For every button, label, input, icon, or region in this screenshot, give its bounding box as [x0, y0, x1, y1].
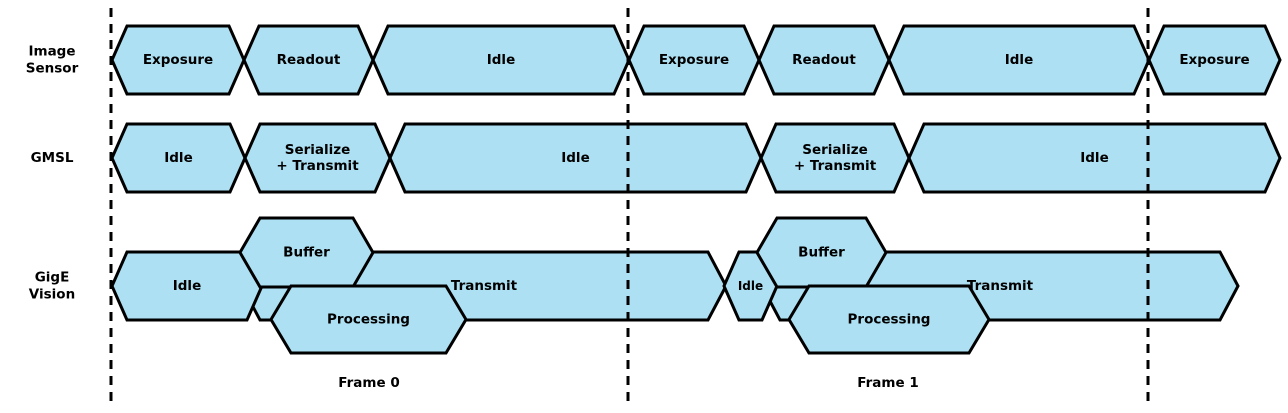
row-label-gmsl: GMSL	[31, 150, 74, 166]
block-label-gige-buffer-0: Buffer	[283, 245, 330, 261]
block-shape-is-readout-1	[757, 24, 891, 96]
timing-block-is-readout-0[interactable]: Readout	[242, 24, 375, 96]
timing-block-is-readout-1[interactable]: Readout	[757, 24, 891, 96]
block-label-gige-processing-0: Processing	[327, 312, 410, 328]
block-label-is-exposure-0: Exposure	[143, 52, 213, 68]
timing-block-is-exposure-2[interactable]: Exposure	[1147, 24, 1282, 96]
block-label-is-idle-0: Idle	[487, 52, 515, 68]
block-label-gige-buffer-1: Buffer	[798, 245, 845, 261]
timing-block-gige-idle-0[interactable]: Idle	[110, 250, 264, 322]
frame-dividers-layer	[109, 8, 1150, 405]
block-label-is-readout-1: Readout	[792, 52, 856, 68]
block-shape-gige-processing-0	[269, 284, 468, 355]
block-shape-gmsl-idle-2	[907, 122, 1282, 194]
block-label-gige-transmit-1: Transmit	[967, 278, 1034, 294]
block-label-gige-idle-0: Idle	[173, 278, 201, 294]
block-label-gmsl-serialize-1: Serialize+ Transmit	[794, 142, 877, 174]
block-label-gige-transmit-0: Transmit	[451, 278, 518, 294]
timing-block-gige-processing-1[interactable]: Processing	[787, 284, 991, 355]
timing-block-gmsl-idle-2[interactable]: Idle	[907, 122, 1282, 194]
block-shape-gmsl-serialize-1	[759, 122, 911, 194]
timing-block-gmsl-idle-0[interactable]: Idle	[110, 122, 247, 194]
timing-block-is-idle-1[interactable]: Idle	[887, 24, 1151, 96]
block-shape-is-readout-0	[242, 24, 375, 96]
block-shape-is-idle-1	[887, 24, 1151, 96]
timing-block-is-idle-0[interactable]: Idle	[371, 24, 631, 96]
timing-block-is-exposure-0[interactable]: Exposure	[110, 24, 246, 96]
block-label-gmsl-idle-1: Idle	[561, 150, 589, 166]
block-shape-gige-processing-1	[787, 284, 991, 355]
block-label-gige-processing-1: Processing	[848, 312, 931, 328]
block-label-is-exposure-1: Exposure	[659, 52, 729, 68]
block-label-gige-idle-1: Idle	[738, 279, 763, 293]
block-label-is-idle-1: Idle	[1005, 52, 1033, 68]
block-label-gmsl-serialize-0: Serialize+ Transmit	[276, 142, 359, 174]
frame-label-frame-1: Frame 1	[857, 375, 918, 391]
block-label-is-exposure-2: Exposure	[1179, 52, 1249, 68]
block-shape-is-idle-0	[371, 24, 631, 96]
frame-label-frame-0: Frame 0	[338, 375, 399, 391]
block-shape-gmsl-idle-1	[388, 122, 763, 194]
timing-block-gmsl-serialize-0[interactable]: Serialize+ Transmit	[243, 122, 392, 194]
block-shape-gmsl-serialize-0	[243, 122, 392, 194]
timing-block-gmsl-idle-1[interactable]: Idle	[388, 122, 763, 194]
block-label-is-readout-0: Readout	[277, 52, 341, 68]
timing-block-gmsl-serialize-1[interactable]: Serialize+ Transmit	[759, 122, 911, 194]
frame-labels-layer: Frame 0 Frame 1	[338, 375, 918, 391]
block-label-gmsl-idle-2: Idle	[1080, 150, 1108, 166]
timing-block-gige-buffer-1[interactable]: Buffer	[755, 216, 888, 289]
timing-block-is-exposure-1[interactable]: Exposure	[627, 24, 761, 96]
timing-block-gige-processing-0[interactable]: Processing	[269, 284, 468, 355]
block-label-gmsl-idle-0: Idle	[164, 150, 192, 166]
timing-block-gige-buffer-0[interactable]: Buffer	[238, 216, 375, 289]
